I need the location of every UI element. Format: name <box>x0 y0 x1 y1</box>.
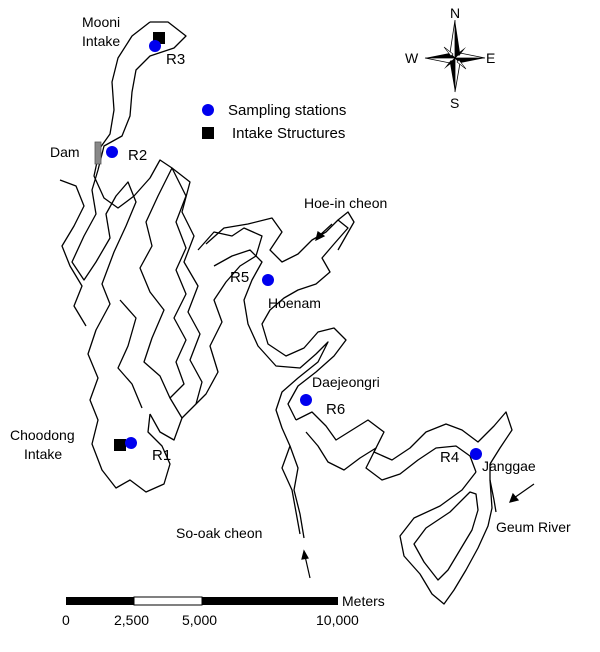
janggae-label: Janggae <box>482 458 536 474</box>
compass-north-point-dark <box>455 20 460 58</box>
mooni-intake-label-line1: Mooni <box>82 14 120 30</box>
southern-loop-inner <box>413 491 479 581</box>
daejeongri-label: Daejeongri <box>312 374 380 390</box>
compass-nw-point <box>443 46 454 57</box>
compass-se-point <box>456 59 467 70</box>
station-r2-marker[interactable] <box>106 146 118 158</box>
station-r4-label: R4 <box>440 449 459 466</box>
so-oak-cheon-inlet <box>289 445 305 539</box>
choodong-intake-label-line2: Intake <box>24 446 62 462</box>
station-r1-marker[interactable] <box>125 437 137 449</box>
north-arm-west-shore <box>71 21 187 493</box>
central-finger-1 <box>171 167 203 405</box>
scale-tick-5000: 5,000 <box>182 612 217 628</box>
so-oak-cheon-label: So-oak cheon <box>176 525 262 541</box>
station-r5-marker[interactable] <box>262 274 274 286</box>
compass-west-point-dark <box>425 53 455 58</box>
north-arm-east-shore <box>93 21 183 441</box>
dam-structure <box>94 141 102 165</box>
hoenam-arm-south-shore <box>213 249 329 535</box>
station-r2-label: R2 <box>128 147 147 164</box>
hoenam-arm-north-shore <box>205 217 349 421</box>
southern-loop-outer <box>399 464 493 605</box>
compass-south-point-dark <box>450 58 455 92</box>
scale-seg-1 <box>66 597 134 605</box>
scale-seg-2 <box>133 596 203 606</box>
station-r3-marker[interactable] <box>149 40 161 52</box>
legend-intake-label: Intake Structures <box>232 125 345 142</box>
scale-seg-3 <box>202 597 338 605</box>
legend-intake-symbol <box>202 127 214 139</box>
dam-label: Dam <box>50 144 80 160</box>
central-finger-2 <box>181 227 263 419</box>
compass-e-label: E <box>486 50 495 66</box>
scale-tick-0: 0 <box>62 612 70 628</box>
station-r5-label: R5 <box>230 269 249 286</box>
compass-east-point-dark <box>455 58 485 63</box>
geum-river-arrow-head <box>509 492 520 503</box>
station-r6-label: R6 <box>326 401 345 418</box>
west-finger-2 <box>117 299 143 409</box>
choodong-intake-marker <box>114 439 126 451</box>
scale-tick-2500: 2,500 <box>114 612 149 628</box>
hoe-in-cheon-label: Hoe-in cheon <box>304 195 387 211</box>
compass-ne-point <box>457 47 466 56</box>
geum-river-label: Geum River <box>496 519 571 535</box>
scale-unit-label: Meters <box>342 593 385 609</box>
station-r6-marker[interactable] <box>300 394 312 406</box>
compass-west-point-light <box>424 57 456 64</box>
hoe-in-cheon-inlet <box>337 211 355 251</box>
station-r4-marker[interactable] <box>470 448 482 460</box>
station-r1-label: R1 <box>152 447 171 464</box>
inflow-arrows <box>301 223 535 579</box>
choodong-intake-label-line1: Choodong <box>10 427 75 443</box>
west-finger-1 <box>59 179 87 327</box>
scale-tick-10000: 10,000 <box>316 612 359 628</box>
scale-bar: Meters 0 2,500 5,000 10,000 <box>62 593 385 628</box>
legend-sampling-symbol <box>202 104 214 116</box>
compass-n-label: N <box>450 5 460 21</box>
compass-sw-point <box>444 60 453 69</box>
hoe-in-cheon-arrow-head <box>315 231 326 242</box>
legend-sampling-label: Sampling stations <box>228 102 346 119</box>
compass-s-label: S <box>450 95 459 111</box>
compass-w-label: W <box>405 50 419 66</box>
geum-river-arrow <box>513 483 535 499</box>
so-oak-cheon-arrow-head <box>301 549 309 560</box>
mooni-intake-label-line2: Intake <box>82 33 120 49</box>
so-oak-cheon-arrow <box>304 555 311 579</box>
hoenam-label: Hoenam <box>268 295 321 311</box>
station-r3-label: R3 <box>166 51 185 68</box>
janggae-arm-north-shore <box>295 411 513 465</box>
compass-east-point-light <box>454 52 486 59</box>
janggae-arm-south-shore <box>305 431 477 481</box>
geum-river-inlet <box>489 479 497 513</box>
central-finger-3 <box>169 167 187 399</box>
legend: Sampling stations Intake Structures <box>202 102 346 142</box>
compass-rose: N S E W <box>405 5 495 111</box>
reservoir-shoreline <box>59 21 513 605</box>
